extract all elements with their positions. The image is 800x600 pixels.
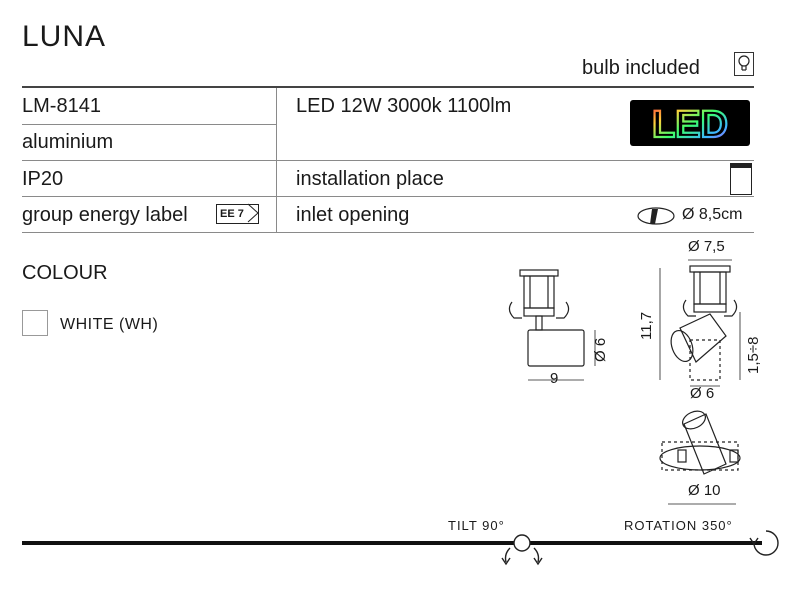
inlet-opening: inlet opening xyxy=(296,204,410,226)
product-title: LUNA xyxy=(22,20,107,53)
row-divider xyxy=(22,160,754,161)
dim-height: 11,7 xyxy=(638,311,655,340)
rotation-label: ROTATION 350° xyxy=(624,518,733,533)
led-logo: LED xyxy=(630,100,750,146)
bulb-icon xyxy=(734,52,754,76)
model-number: LM-8141 xyxy=(22,95,101,117)
bulb-included-text: bulb included xyxy=(582,57,700,79)
energy-class: EE 7 xyxy=(220,208,244,220)
ip-rating: IP20 xyxy=(22,168,64,190)
colour-label-white: WHITE (WH) xyxy=(60,316,159,333)
installation-place: installation place xyxy=(296,168,444,190)
table-top-border xyxy=(22,86,754,88)
column-divider xyxy=(276,88,277,232)
dim-top-diameter: Ø 7,5 xyxy=(688,238,725,255)
dim-base-diameter: Ø 10 xyxy=(688,482,721,499)
light-source: LED 12W 3000k 1100lm xyxy=(296,95,512,117)
tilted-view-drawing xyxy=(659,410,741,505)
dim-side-diameter: Ø 6 xyxy=(592,337,609,362)
dim-head-diameter: Ø 6 xyxy=(690,385,715,402)
inlet-diameter: Ø 8,5cm xyxy=(682,206,743,223)
dim-side-width: 9 xyxy=(550,370,559,387)
tilt-label: TILT 90° xyxy=(448,518,505,533)
dim-range: 1,5÷8 xyxy=(745,336,762,374)
front-view-drawing xyxy=(659,259,741,387)
side-view-drawing xyxy=(508,269,596,381)
energy-label-text: group energy label xyxy=(22,204,188,226)
colour-swatch-white xyxy=(22,310,48,336)
row-divider xyxy=(22,232,754,233)
row-divider xyxy=(22,196,754,197)
led-logo-text: LED xyxy=(652,104,728,146)
row-divider xyxy=(22,124,276,125)
installation-icon xyxy=(730,163,752,195)
colour-heading: COLOUR xyxy=(22,262,108,284)
footer-bar xyxy=(22,541,762,545)
material: aluminium xyxy=(22,131,114,153)
